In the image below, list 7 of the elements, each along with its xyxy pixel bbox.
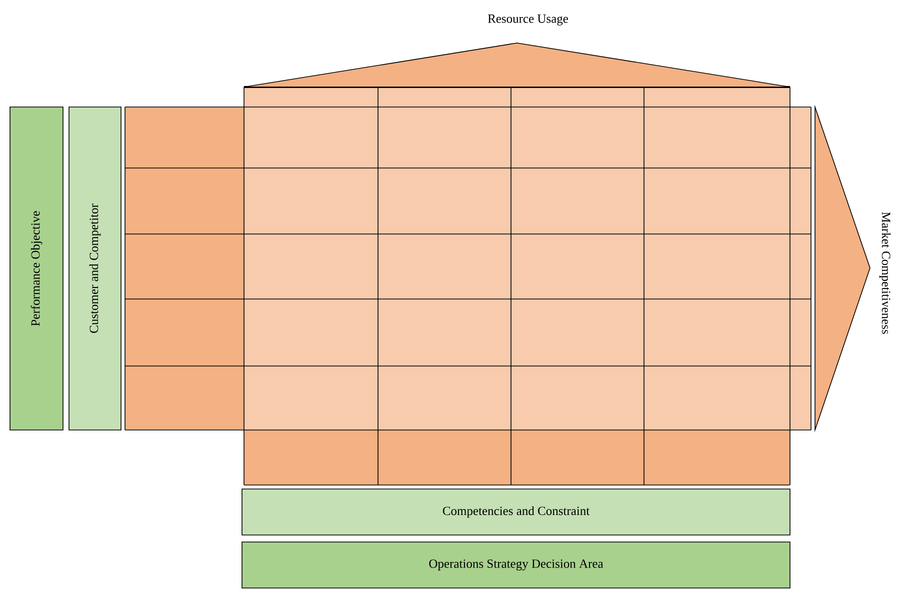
label-bar: Customer and Competitor <box>68 106 122 430</box>
label-bar: Operations Strategy Decision Area <box>242 542 790 588</box>
node-label: Market Competitiveness <box>879 212 891 334</box>
label-bar: Performance Objective <box>10 106 64 430</box>
label-bar: Competencies and Constraint <box>242 488 790 536</box>
roof-triangle: Resource Usage <box>244 14 790 88</box>
node-label: Resource Usage <box>488 14 568 26</box>
